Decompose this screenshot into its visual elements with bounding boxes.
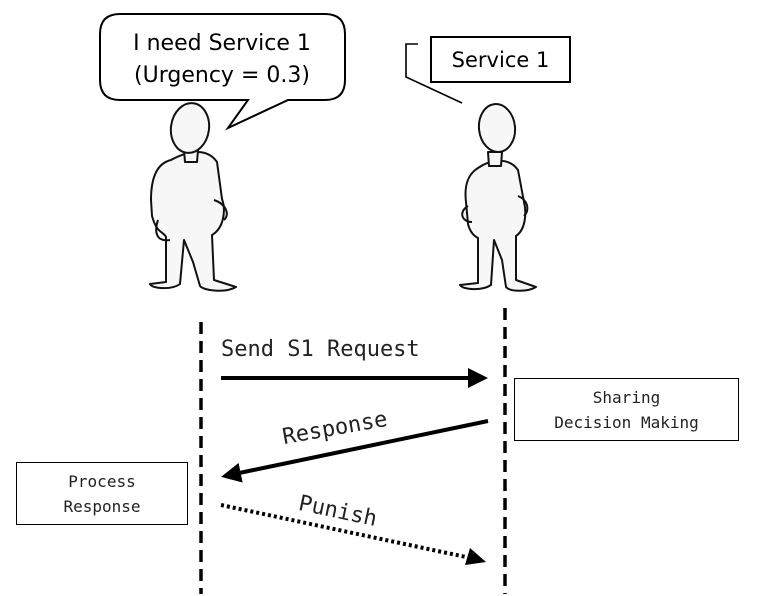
process-response-box: Process Response [16,462,188,525]
sharing-decision-box: Sharing Decision Making [514,378,739,441]
sharing-line-1: Sharing [592,387,661,407]
requester-figure [149,102,237,292]
service-label: Service 1 [451,47,550,72]
callout-connector [405,43,463,104]
request-message-label: Send S1 Request [221,337,420,362]
service-label-box: Service 1 [430,36,571,83]
speech-bubble [99,13,346,131]
response-arrow [221,419,489,483]
sharing-line-2: Decision Making [554,412,699,432]
provider-figure [459,103,537,292]
punish-arrowhead [465,548,486,565]
process-line-2: Response [63,496,141,516]
punish-arrow [220,503,481,562]
process-line-1: Process [68,471,136,491]
speech-line-2: (Urgency = 0.3) [134,63,310,88]
speech-bubble-text: I need Service 1 (Urgency = 0.3) [100,28,344,92]
speech-line-1: I need Service 1 [133,31,311,56]
